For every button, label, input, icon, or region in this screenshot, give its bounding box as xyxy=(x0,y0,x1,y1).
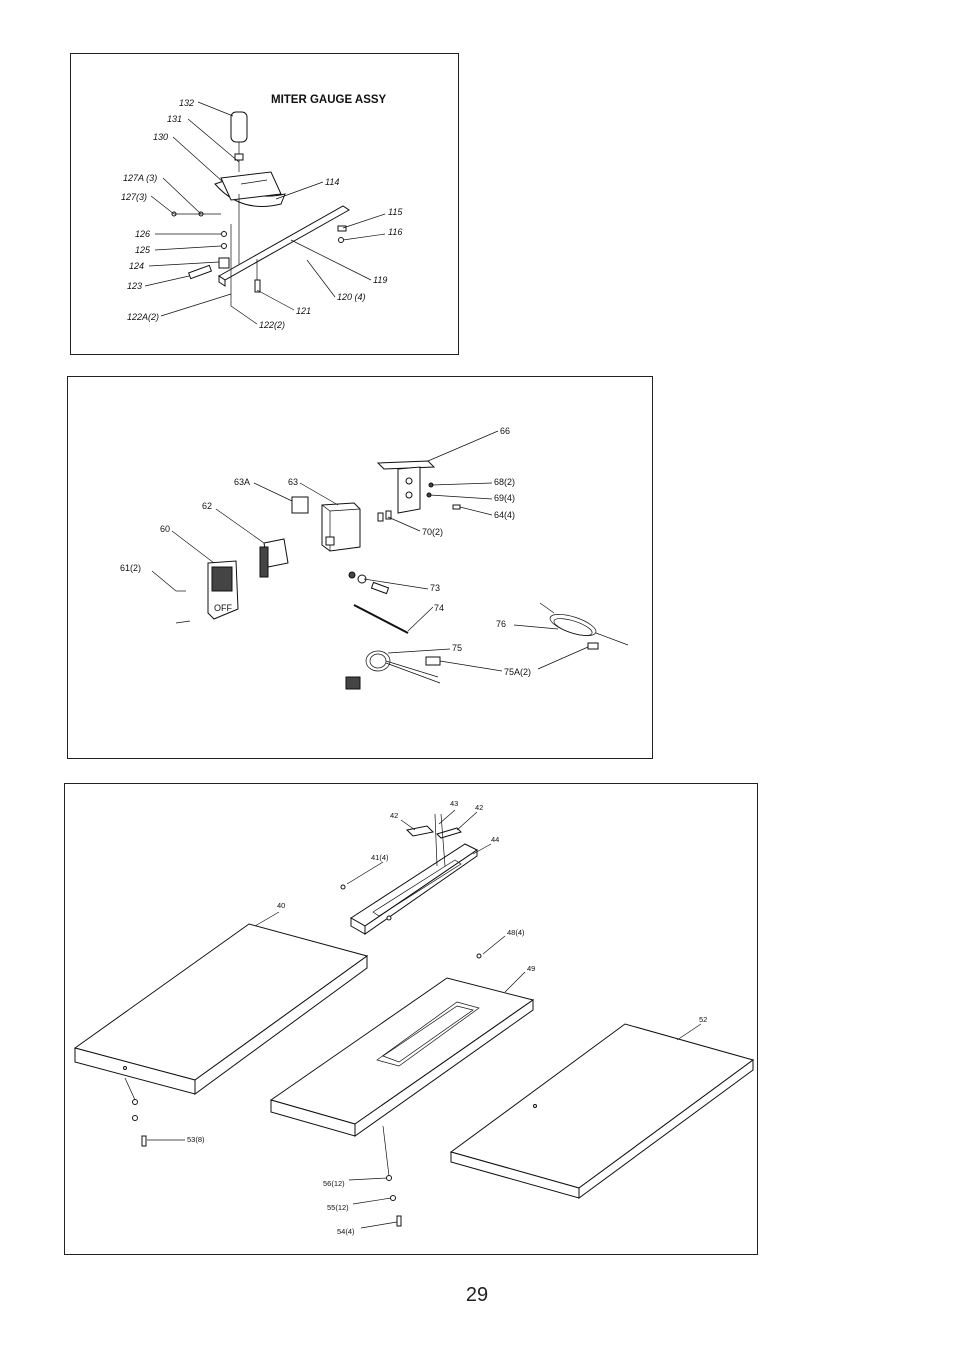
gauge-body-part xyxy=(214,171,286,207)
label-63: 63 xyxy=(288,477,298,487)
miter-gauge-drawing: MITER GAUGE ASSY xyxy=(121,94,403,330)
label-75a: 75A(2) xyxy=(504,667,531,677)
label-53: 53(8) xyxy=(187,1135,205,1144)
cable-tie-part xyxy=(353,604,409,634)
label-66: 66 xyxy=(500,426,510,436)
gauge-bar-part xyxy=(218,205,350,287)
screw-70-part xyxy=(377,510,392,522)
diagram-title: MITER GAUGE ASSY xyxy=(271,94,387,106)
label-120: 120 (4) xyxy=(337,292,366,302)
label-68: 68(2) xyxy=(494,477,515,487)
label-122a: 122A(2) xyxy=(127,312,159,322)
miter-gauge-diagram: MITER GAUGE ASSY xyxy=(70,53,459,355)
label-70: 70(2) xyxy=(422,527,443,537)
label-127: 127(3) xyxy=(121,192,147,202)
label-121: 121 xyxy=(296,306,311,316)
label-131: 131 xyxy=(167,114,182,124)
label-126: 126 xyxy=(135,229,150,239)
label-73: 73 xyxy=(430,583,440,593)
label-122: 122(2) xyxy=(259,320,285,330)
center-table-part xyxy=(269,977,535,1137)
insert-plate-part xyxy=(350,843,478,935)
label-116: 116 xyxy=(388,227,402,237)
switch-box-part xyxy=(321,502,361,552)
fasteners-54-56 xyxy=(382,1125,402,1227)
label-49: 49 xyxy=(527,964,535,973)
label-119: 119 xyxy=(373,275,387,285)
switch-assembly-diagram: OFF xyxy=(67,376,653,759)
label-64: 64(4) xyxy=(494,510,515,520)
switch-body-part xyxy=(259,538,289,578)
label-124: 124 xyxy=(129,261,144,271)
wiring-harness-part xyxy=(345,650,441,690)
label-54: 54(4) xyxy=(337,1227,355,1236)
label-52: 52 xyxy=(699,1015,707,1024)
fasteners-53 xyxy=(124,1077,147,1147)
label-56: 56(12) xyxy=(323,1179,345,1188)
sticker-part xyxy=(291,496,309,514)
label-130: 130 xyxy=(153,132,168,142)
label-41: 41(4) xyxy=(371,853,389,862)
switch-assembly-drawing: OFF xyxy=(120,426,629,690)
label-114: 114 xyxy=(325,177,339,187)
switch-off-text: OFF xyxy=(214,603,232,613)
switch-faceplate-part: OFF xyxy=(207,560,239,620)
label-44: 44 xyxy=(491,835,499,844)
label-69: 69(4) xyxy=(494,493,515,503)
leader-lines xyxy=(147,809,702,1229)
label-76: 76 xyxy=(496,619,506,629)
table-assembly-diagram: 42 43 42 44 41(4) 40 48(4) 49 52 53(8) 5… xyxy=(64,783,758,1255)
label-127a: 127A (3) xyxy=(123,173,157,183)
bracket-part xyxy=(376,460,461,514)
label-48: 48(4) xyxy=(507,928,525,937)
cord-73-part xyxy=(348,571,390,595)
label-60: 60 xyxy=(160,524,170,534)
knob-part xyxy=(230,111,248,172)
label-61: 61(2) xyxy=(120,563,141,573)
label-40: 40 xyxy=(277,901,285,910)
label-63a: 63A xyxy=(234,477,250,487)
power-cord-part xyxy=(539,602,629,650)
label-43: 43 xyxy=(450,799,458,808)
label-62: 62 xyxy=(202,501,212,511)
leader-lines xyxy=(151,430,589,672)
leader-lines xyxy=(144,101,386,325)
page-number: 29 xyxy=(465,1284,489,1306)
label-132: 132 xyxy=(179,98,194,108)
screw-part xyxy=(175,620,191,624)
label-74: 74 xyxy=(434,603,444,613)
label-125: 125 xyxy=(135,245,151,255)
label-42-left: 42 xyxy=(390,811,398,820)
left-extension-part xyxy=(73,923,369,1095)
right-extension-part xyxy=(449,1023,755,1199)
label-75: 75 xyxy=(452,643,462,653)
screw-48-part xyxy=(476,953,482,959)
label-115: 115 xyxy=(388,207,403,217)
label-55: 55(12) xyxy=(327,1203,349,1212)
screw-41-part xyxy=(340,884,346,890)
label-42-right: 42 xyxy=(475,803,483,812)
label-123: 123 xyxy=(127,281,142,291)
riving-parts xyxy=(405,813,462,867)
table-assembly-drawing: 42 43 42 44 41(4) 40 48(4) 49 52 53(8) 5… xyxy=(73,799,755,1236)
